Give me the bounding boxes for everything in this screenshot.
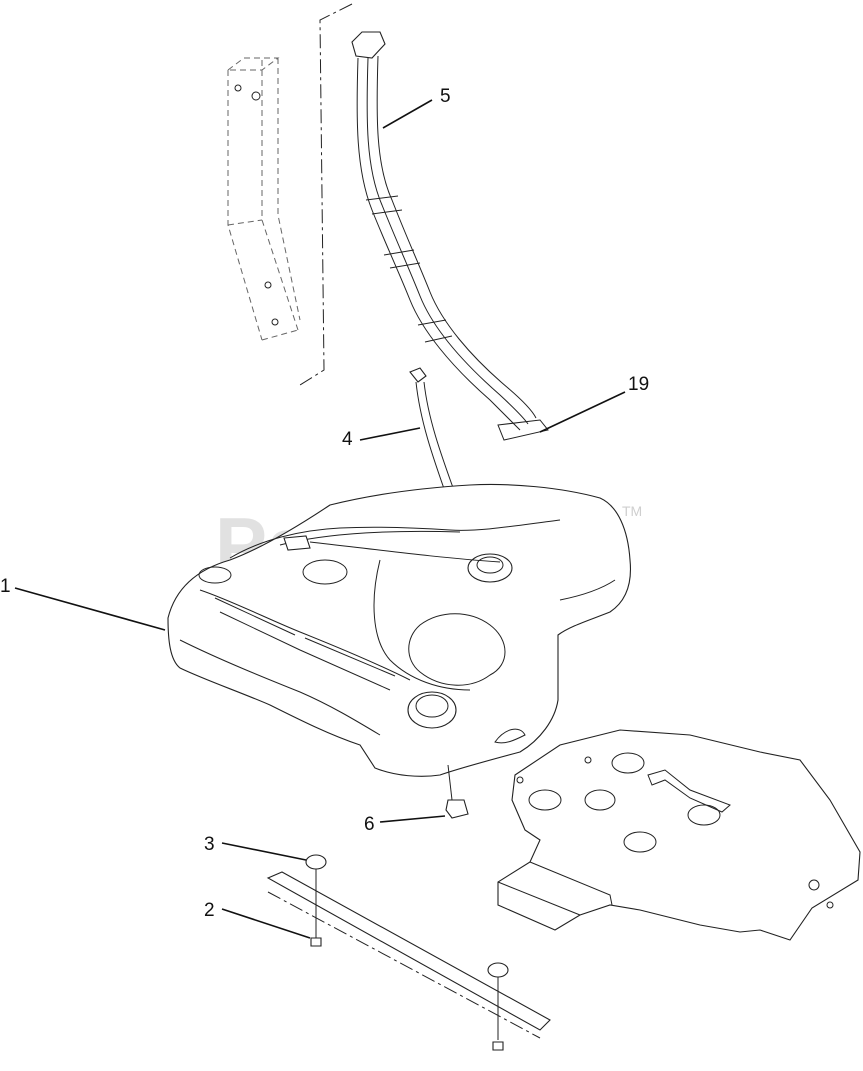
vent-hose (409, 367, 457, 501)
callout-leaders (14, 99, 626, 939)
callout-4: 4 (342, 429, 353, 450)
reference-line-top (299, 3, 353, 386)
callout-6: 6 (364, 814, 375, 835)
callout-1: 1 (0, 576, 11, 597)
fuel-tank (167, 483, 632, 777)
callouts: 5 19 4 1 6 3 2 (0, 86, 649, 921)
mounting-plate (497, 729, 861, 941)
mounting-bar (266, 871, 551, 1039)
frame-tube (226, 57, 301, 341)
callout-5: 5 (440, 86, 451, 107)
callout-3: 3 (204, 834, 215, 855)
callout-19: 19 (628, 374, 649, 395)
watermark-trademark: TM (622, 503, 642, 519)
rubber-bumper-upper (305, 854, 327, 905)
fuel-line-assembly (351, 31, 549, 441)
fuel-fitting (445, 764, 469, 819)
rubber-bumper-lower (487, 962, 509, 1040)
callout-2: 2 (204, 900, 215, 921)
screw-lower (492, 1041, 504, 1051)
screw-upper (310, 905, 322, 947)
